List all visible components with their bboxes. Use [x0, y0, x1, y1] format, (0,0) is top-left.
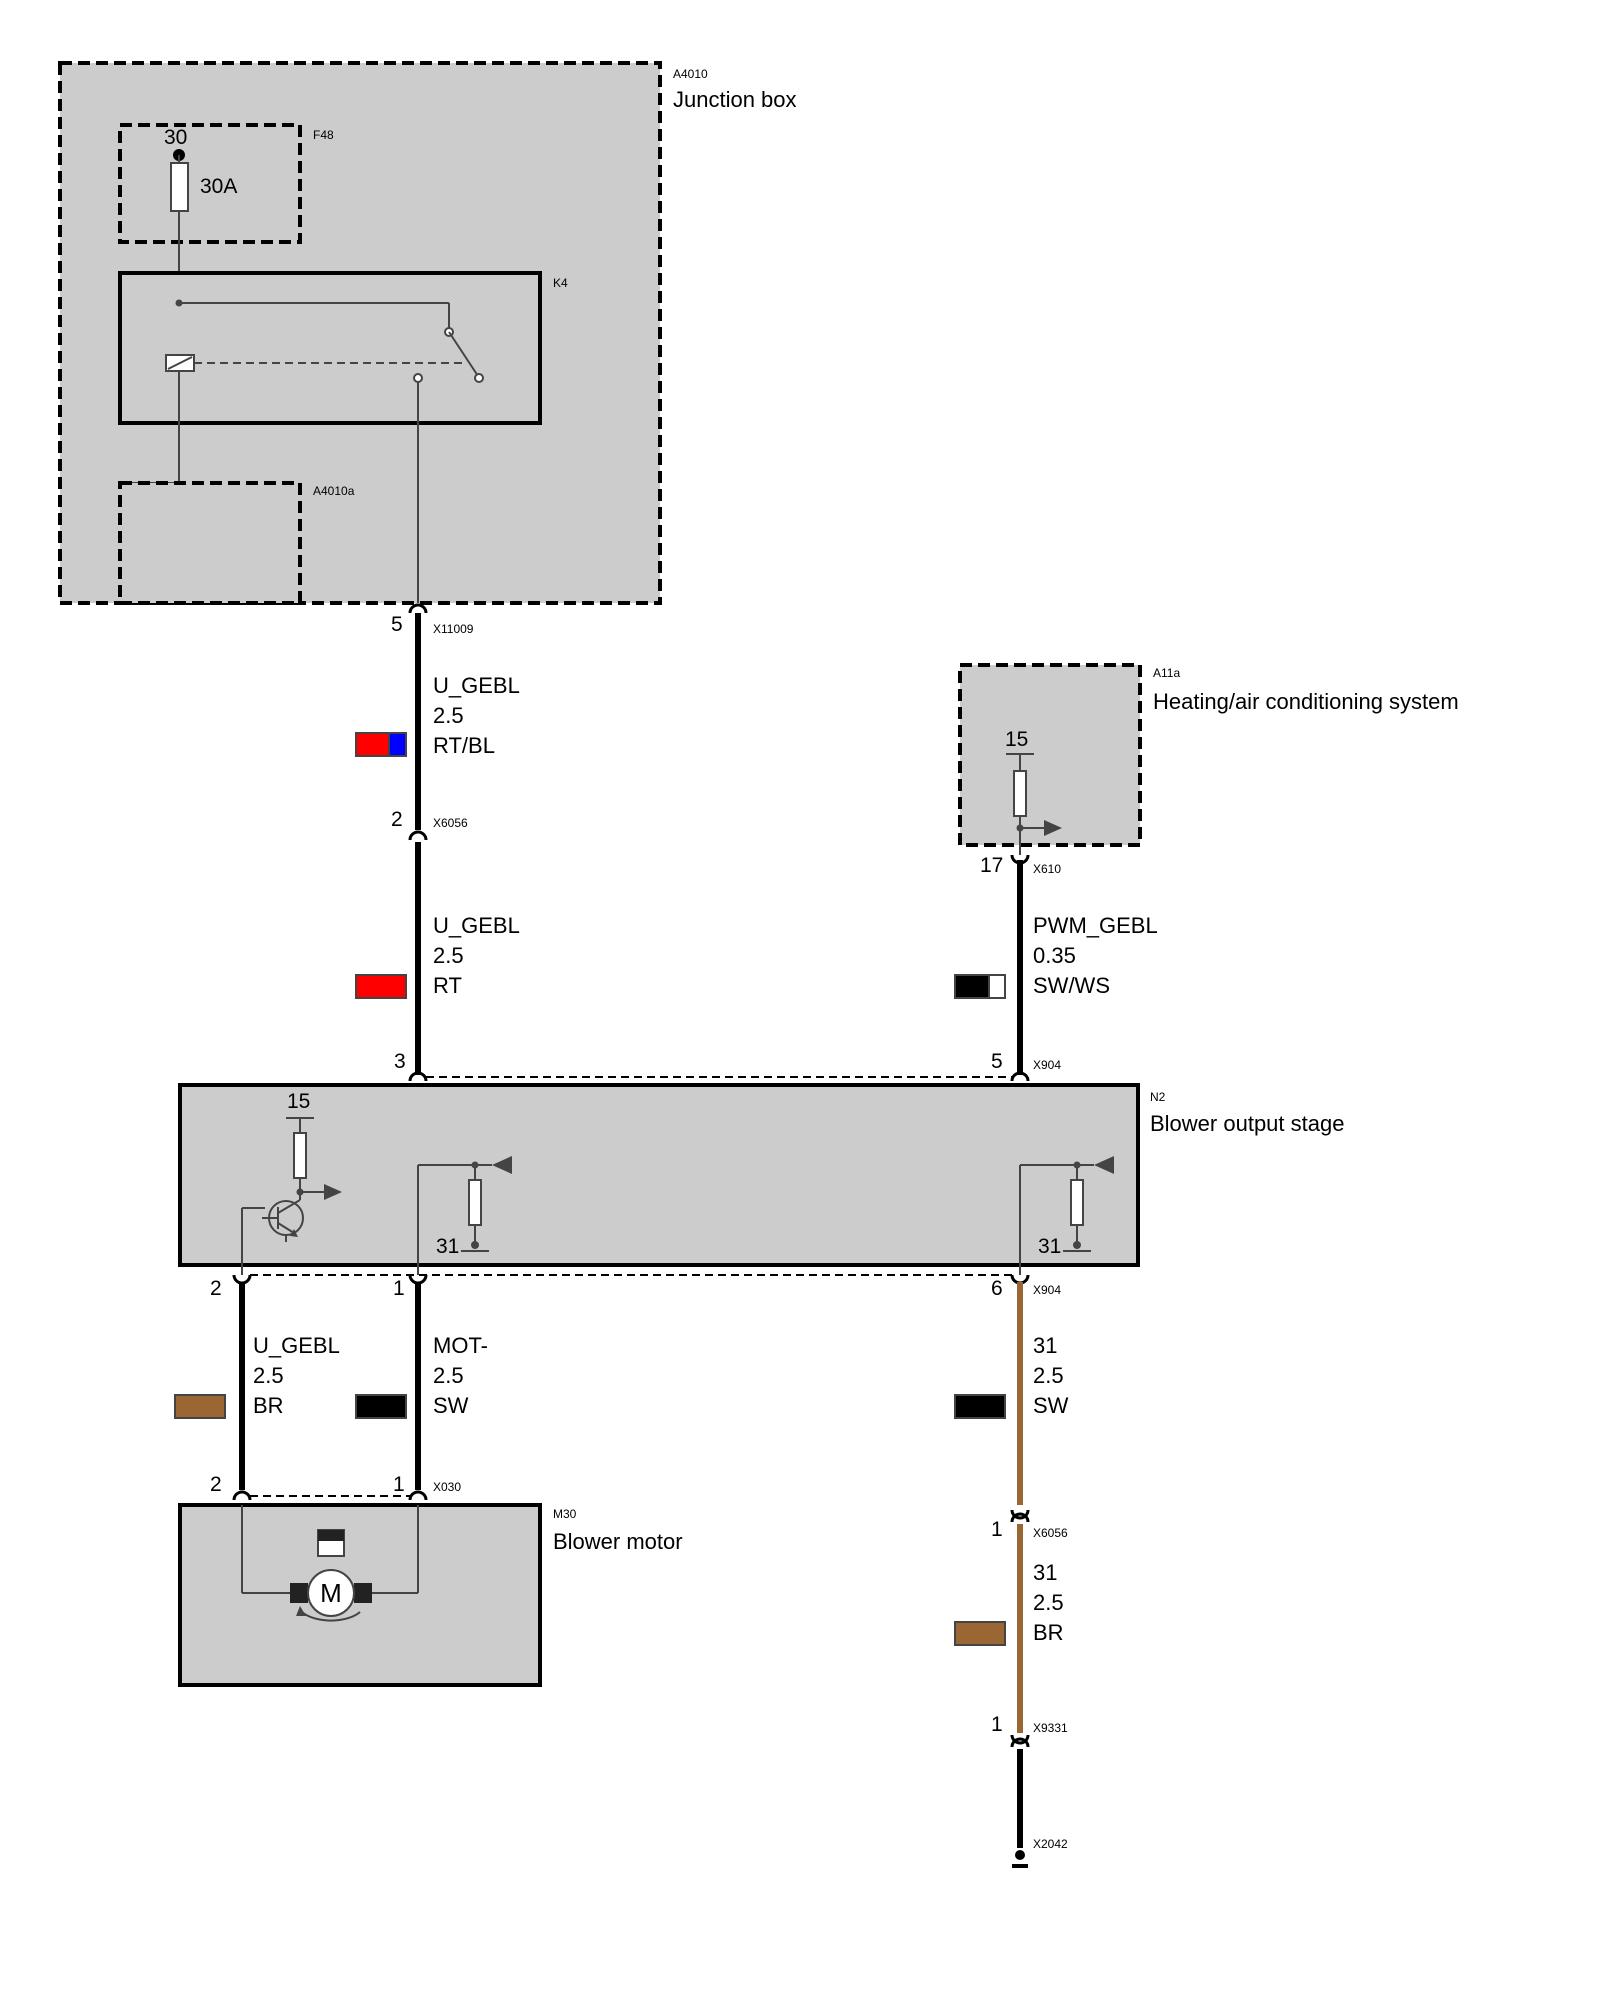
- ground-resistor-left-icon: [468, 1179, 482, 1226]
- w3-color-swatch-black: [954, 974, 990, 999]
- x11009-id: X11009: [433, 622, 474, 636]
- w5-signal: MOT-: [433, 1333, 488, 1358]
- k4-id: K4: [553, 276, 568, 290]
- x030-pin-b: 1: [393, 1473, 405, 1496]
- signal-output-arrow-icon: [1044, 820, 1062, 836]
- x904-in-id: X904: [1033, 1058, 1061, 1072]
- w1-signal: U_GEBL: [433, 673, 520, 698]
- w4-size: 2.5: [253, 1363, 284, 1388]
- f48-rating: 30A: [200, 175, 237, 198]
- input-arrow-icon: [492, 1156, 512, 1174]
- ground-resistor-right-icon: [1070, 1179, 1084, 1226]
- w2-signal: U_GEBL: [433, 913, 520, 938]
- junction-box-a4010a: A4010a: [118, 481, 355, 605]
- motor-icon: [307, 1569, 355, 1617]
- x6056-lower-id: X6056: [1033, 1526, 1068, 1540]
- x904-out-pin-b: 1: [393, 1277, 405, 1300]
- bias-resistor-icon: [293, 1132, 307, 1179]
- w7-color-code: BR: [1033, 1620, 1064, 1645]
- w6-color-code: SW: [1033, 1393, 1069, 1418]
- n2-name: Blower output stage: [1150, 1111, 1344, 1136]
- a4010a-id: A4010a: [313, 484, 355, 498]
- m30-id: M30: [553, 1507, 577, 1521]
- motor-symbol: M: [320, 1578, 342, 1608]
- x9331-id: X9331: [1033, 1721, 1068, 1735]
- w3-size: 0.35: [1033, 943, 1076, 968]
- w3-signal: PWM_GEBL: [1033, 913, 1158, 938]
- x904-out-id: X904: [1033, 1283, 1061, 1297]
- a4010-id: A4010: [673, 67, 708, 81]
- f48-terminal: 30: [164, 126, 187, 149]
- f48-id: F48: [313, 128, 334, 142]
- pull-up-resistor-icon: [1013, 770, 1027, 817]
- n2-ground-left: 31: [436, 1235, 459, 1258]
- ground-dot-icon: [1015, 1850, 1025, 1860]
- a4010-name: Junction box: [673, 87, 797, 112]
- x904-out-pin-a: 2: [210, 1277, 222, 1300]
- w2-color-code: RT: [433, 973, 462, 998]
- a11a-terminal: 15: [1005, 728, 1028, 751]
- w7-color-swatch-brown: [954, 1621, 1006, 1646]
- n2-terminal-15: 15: [287, 1090, 310, 1113]
- w5-color-code: SW: [433, 1393, 469, 1418]
- w5-color-swatch-black: [355, 1394, 407, 1419]
- x030-id: X030: [433, 1480, 461, 1494]
- x904-in-pin-left: 3: [394, 1050, 406, 1073]
- hvac-module-a11a: A11a Heating/air conditioning system 15: [958, 663, 1459, 855]
- w6-color-swatch-black: [954, 1394, 1006, 1419]
- x030-pin-a: 2: [210, 1473, 222, 1496]
- w4-signal: U_GEBL: [253, 1333, 340, 1358]
- w4-color-swatch-brown: [174, 1394, 226, 1419]
- w1-size: 2.5: [433, 703, 464, 728]
- w1-color-swatch-blue: [388, 732, 407, 757]
- x6056-lower-pin: 1: [991, 1518, 1003, 1541]
- fuse-f48: F48 30 30A: [118, 123, 334, 310]
- n2-id: N2: [1150, 1090, 1166, 1104]
- wire-pwm-gebl: 17 X610 PWM_GEBL 0.35 SW/WS: [954, 854, 1158, 1075]
- w1-color-code: RT/BL: [433, 733, 495, 758]
- wire-mot-minus: MOT- 2.5 SW: [355, 1282, 488, 1490]
- x610-pin: 17: [980, 854, 1003, 877]
- x2042-id: X2042: [1033, 1837, 1068, 1851]
- a11a-id: A11a: [1153, 666, 1180, 680]
- a11a-name: Heating/air conditioning system: [1153, 689, 1459, 714]
- x6056-upper-id: X6056: [433, 816, 468, 830]
- w4-color-code: BR: [253, 1393, 284, 1418]
- rotation-arrow-icon: [301, 1611, 361, 1622]
- wire-ground-31-br: 1 X6056 31 2.5 BR 1 X9331: [954, 1509, 1068, 1745]
- w7-signal: 31: [1033, 1560, 1057, 1585]
- ground-point-x2042: X2042: [1010, 1737, 1068, 1868]
- input-arrow-right-icon: [1094, 1156, 1114, 1174]
- w1-color-swatch-red: [355, 732, 390, 757]
- x904-out-pin-c: 6: [991, 1277, 1003, 1300]
- w5-size: 2.5: [433, 1363, 464, 1388]
- n2-ground-right: 31: [1038, 1235, 1061, 1258]
- w6-signal: 31: [1033, 1333, 1057, 1358]
- blower-output-stage-n2: 3 5 X904 N2 Blower output stage 15: [178, 1050, 1344, 1300]
- w2-color-swatch-red: [355, 974, 407, 999]
- blower-motor-m30: 2 1 X030 M30 Blower motor M: [178, 1473, 683, 1687]
- wire-u-gebl-rt: U_GEBL 2.5 RT: [355, 842, 520, 1075]
- w6-size: 2.5: [1033, 1363, 1064, 1388]
- x904-in-pin-right: 5: [991, 1050, 1003, 1073]
- wire-u-gebl-br: U_GEBL 2.5 BR: [174, 1282, 340, 1490]
- wire-ground-31-sw: 31 2.5 SW: [954, 1282, 1069, 1505]
- x6056-upper-pin: 2: [391, 808, 403, 831]
- w3-color-code: SW/WS: [1033, 973, 1110, 998]
- junction-box-a4010: A4010 Junction box F48 30 30A K4: [58, 61, 797, 605]
- x9331-pin: 1: [991, 1713, 1003, 1736]
- relay-k4: K4: [118, 271, 568, 603]
- x610-id: X610: [1033, 862, 1061, 876]
- w7-size: 2.5: [1033, 1590, 1064, 1615]
- wire-u-gebl-rt-bl: 5 X11009 U_GEBL 2.5 RT/BL 2 X6056: [355, 603, 520, 841]
- w2-size: 2.5: [433, 943, 464, 968]
- fuse-icon: [170, 162, 189, 212]
- w3-color-swatch-white: [988, 974, 1006, 999]
- x11009-pin: 5: [391, 613, 403, 636]
- m30-name: Blower motor: [553, 1529, 683, 1554]
- driver-output-arrow-icon: [324, 1184, 342, 1200]
